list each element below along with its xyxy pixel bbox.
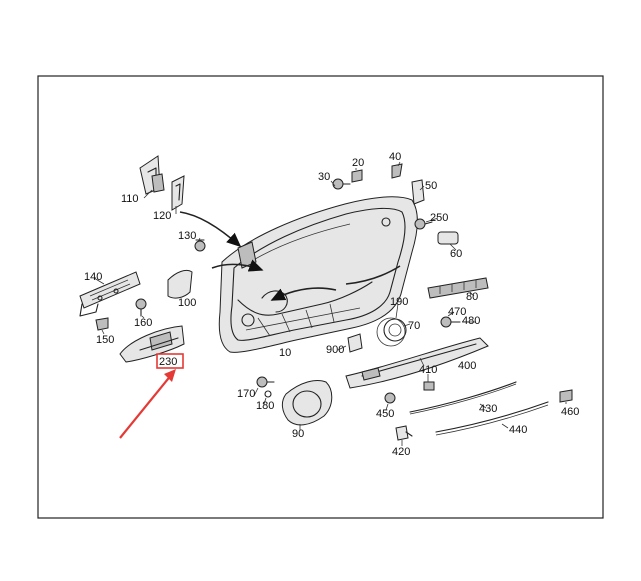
label-420: 420 xyxy=(392,446,410,458)
label-190: 190 xyxy=(390,296,408,308)
highlight-arrow xyxy=(119,373,173,439)
label-170: 170 xyxy=(237,388,255,400)
trim-part-120[interactable] xyxy=(171,175,185,211)
label-70: 70 xyxy=(408,320,420,332)
seal-strip-part-430[interactable] xyxy=(409,381,517,415)
label-160: 160 xyxy=(134,317,152,329)
label-450: 450 xyxy=(376,408,394,420)
label-180: 180 xyxy=(256,400,274,412)
speaker-ring-part-190[interactable] xyxy=(383,318,407,342)
clip-part-150[interactable] xyxy=(95,317,109,331)
label-470: 470 xyxy=(448,306,466,318)
screw-part-250[interactable] xyxy=(414,218,433,230)
clip-part-20[interactable] xyxy=(351,169,363,183)
label-250: 250 xyxy=(430,212,448,224)
label-430: 430 xyxy=(479,403,497,415)
label-20: 20 xyxy=(352,157,364,169)
highlight-box xyxy=(156,353,184,369)
assembly-arrow xyxy=(345,265,401,285)
label-110: 110 xyxy=(121,193,139,205)
label-900: 900 xyxy=(326,344,344,356)
clip-part-460[interactable] xyxy=(559,389,573,403)
bracket-part-420[interactable] xyxy=(395,425,413,441)
switch-strip-part-80[interactable] xyxy=(427,277,489,299)
assembly-arrow xyxy=(179,211,242,248)
label-80: 80 xyxy=(466,291,478,303)
speaker-ring-part-70[interactable] xyxy=(376,317,406,347)
speaker-grille-part-90[interactable] xyxy=(281,380,333,426)
assembly-arrow xyxy=(270,287,337,301)
label-30: 30 xyxy=(318,171,330,183)
handle-trim-part-230[interactable] xyxy=(119,325,185,363)
label-460: 460 xyxy=(561,406,579,418)
label-150: 150 xyxy=(96,334,114,346)
label-140: 140 xyxy=(84,271,102,283)
label-40: 40 xyxy=(389,151,401,163)
armrest-part-400[interactable] xyxy=(345,337,489,389)
label-90: 90 xyxy=(292,428,304,440)
label-120: 120 xyxy=(153,210,171,222)
clip-part-900[interactable] xyxy=(347,333,363,353)
screw-part-470[interactable] xyxy=(440,316,452,328)
label-10: 10 xyxy=(279,347,291,359)
bracket-part-140[interactable] xyxy=(79,271,141,317)
seal-strip-part-440[interactable] xyxy=(435,401,549,436)
screw-part-450[interactable] xyxy=(384,392,396,404)
holder-part-40[interactable] xyxy=(391,163,403,179)
label-410: 410 xyxy=(419,364,437,376)
label-440: 440 xyxy=(509,424,527,436)
switch-part-60[interactable] xyxy=(437,231,459,245)
screw-part-170[interactable] xyxy=(256,376,275,388)
assembly-arrow xyxy=(211,259,264,272)
screw-part-160[interactable] xyxy=(135,298,147,317)
label-60: 60 xyxy=(450,248,462,260)
label-230: 230 xyxy=(159,356,177,368)
label-400: 400 xyxy=(458,360,476,372)
label-100: 100 xyxy=(178,297,196,309)
mirror-cover-part-110[interactable] xyxy=(139,155,165,195)
clip-part-130[interactable] xyxy=(194,239,206,252)
clip-part-50[interactable] xyxy=(411,179,425,205)
washer-part-180[interactable] xyxy=(264,390,272,398)
clip-part-410[interactable] xyxy=(423,381,435,391)
screw-part-30[interactable] xyxy=(332,178,351,190)
label-130: 130 xyxy=(178,230,196,242)
highlight-arrow-head xyxy=(164,369,176,382)
label-480: 480 xyxy=(462,315,480,327)
label-50: 50 xyxy=(425,180,437,192)
cover-plate-part-100[interactable] xyxy=(167,269,193,299)
